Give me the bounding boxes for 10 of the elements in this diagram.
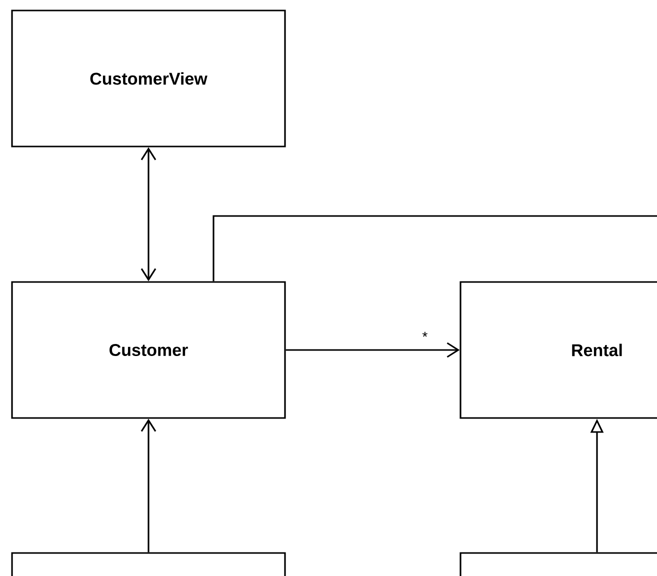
class-box: Customer — [11, 281, 286, 419]
edge-label: * — [422, 332, 428, 337]
class-box: CustomerView — [11, 10, 286, 148]
arrow — [140, 147, 156, 282]
arrow — [286, 342, 460, 358]
arrow — [140, 418, 156, 552]
class-box — [11, 552, 286, 576]
class-box: Rental — [460, 281, 657, 419]
connector — [212, 215, 657, 282]
class-box — [460, 552, 657, 576]
